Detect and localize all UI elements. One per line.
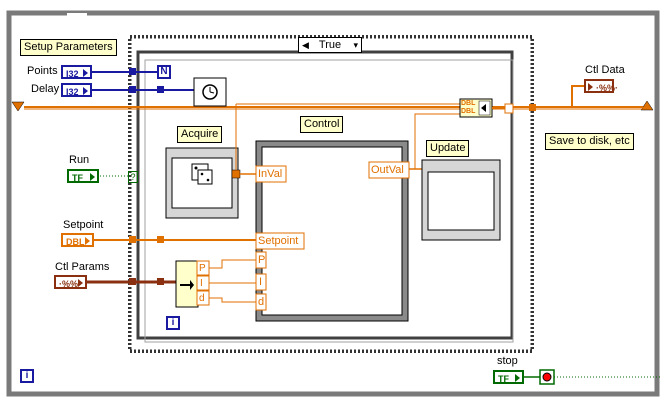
terminal-arrow-icon: [83, 87, 88, 95]
loop-count-n-terminal[interactable]: N: [157, 65, 171, 79]
ctl-params-type: ·%%·: [59, 279, 81, 289]
while-loop-iteration-terminal[interactable]: i: [20, 369, 34, 383]
terminal-arrow-icon: [85, 237, 90, 245]
bundle-type-label: DBL: [461, 100, 476, 107]
points-label: Points: [27, 65, 58, 77]
stop-type: TF: [498, 374, 509, 384]
stop-terminal[interactable]: TF: [493, 370, 524, 384]
case-selector-value: True: [318, 39, 342, 51]
run-terminal[interactable]: TF: [67, 169, 99, 183]
points-type: I32: [66, 69, 79, 79]
setup-parameters-label: Setup Parameters: [20, 39, 117, 56]
save-to-disk-label: Save to disk, etc: [545, 133, 634, 150]
while-loop-shift-left-icon: [11, 101, 25, 112]
bundle-type-label-2: DBL: [461, 108, 476, 115]
terminal-arrow-icon: [90, 173, 95, 181]
indicator-arrow-icon: [588, 83, 593, 91]
unbundle-d-label: d: [199, 293, 205, 304]
dropdown-arrow-icon[interactable]: ▾: [353, 40, 358, 50]
inval-terminal-label: InVal: [258, 168, 283, 180]
run-type: TF: [72, 173, 83, 183]
for-loop-iteration-terminal[interactable]: i: [166, 316, 180, 330]
control-label: Control: [300, 116, 344, 133]
case-selector[interactable]: ◀ True ▾: [298, 37, 362, 53]
unbundle-i-label: I: [200, 278, 203, 289]
ctl-data-type: ·%%·: [596, 83, 618, 93]
control-p-label: P: [258, 254, 266, 266]
case-selector-terminal[interactable]: ?: [128, 171, 138, 183]
setpoint-label: Setpoint: [63, 219, 104, 231]
setpoint-input-label: Setpoint: [258, 235, 299, 247]
control-i-label: I: [259, 276, 263, 288]
stop-label: stop: [497, 355, 518, 367]
delay-terminal[interactable]: I32: [61, 83, 92, 97]
points-terminal[interactable]: I32: [61, 65, 92, 79]
ctl-params-label: Ctl Params: [55, 261, 110, 273]
setpoint-type: DBL: [66, 237, 85, 247]
outval-terminal-label: OutVal: [371, 164, 404, 176]
terminal-arrow-icon: [83, 69, 88, 77]
update-label: Update: [426, 140, 470, 157]
run-label: Run: [69, 154, 90, 166]
while-loop-shift-right-icon: [640, 100, 654, 111]
decrement-arrow-icon[interactable]: ◀: [302, 40, 309, 50]
terminal-arrow-icon: [78, 279, 83, 287]
ctl-params-terminal[interactable]: ·%%·: [54, 275, 87, 289]
ctl-data-indicator[interactable]: ·%%·: [584, 79, 618, 93]
terminal-arrow-icon: [515, 374, 520, 382]
delay-label: Delay: [31, 83, 60, 95]
acquire-label: Acquire: [177, 126, 223, 143]
control-d-label: d: [258, 296, 265, 308]
setpoint-terminal[interactable]: DBL: [61, 233, 94, 247]
unbundle-p-label: P: [199, 263, 206, 274]
delay-type: I32: [66, 87, 79, 97]
ctl-data-label: Ctl Data: [585, 64, 625, 76]
while-loop-frame[interactable]: [6, 10, 660, 397]
